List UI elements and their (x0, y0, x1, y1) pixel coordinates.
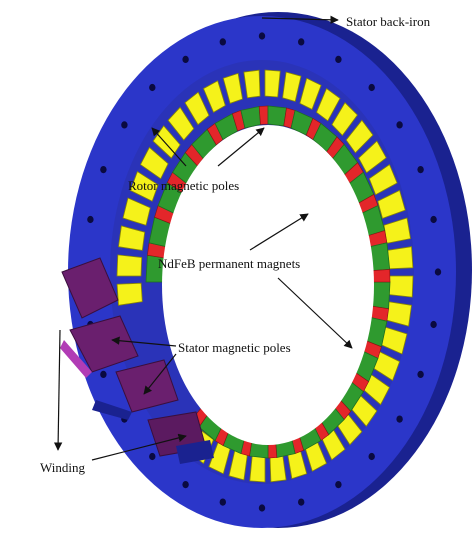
stator-tooth (222, 72, 243, 104)
bolt-hole (335, 55, 342, 64)
label-stator-magnetic-poles: Stator magnetic poles (178, 340, 291, 355)
stator-tooth (129, 170, 159, 202)
stator-tooth (116, 254, 143, 277)
bolt-hole (434, 268, 442, 276)
bolt-hole (417, 370, 424, 378)
bolt-hole (396, 415, 403, 423)
label-winding: Winding (40, 460, 85, 475)
label-rotor-magnetic-poles: Rotor magnetic poles (128, 178, 239, 193)
ndfeb-magnet (258, 105, 269, 125)
stator-tooth (264, 69, 281, 98)
bolt-hole (258, 32, 266, 40)
bolt-hole (417, 166, 424, 174)
bolt-holes (82, 32, 442, 512)
label-ndfeb-magnets: NdFeB permanent magnets (158, 256, 300, 271)
arrow-magnets (249, 213, 309, 251)
bolt-hole (182, 481, 189, 489)
stator-tooth (387, 246, 414, 270)
rotor-pole (240, 106, 261, 129)
winding-block (60, 340, 92, 378)
bolt-hole (368, 83, 375, 92)
bolt-hole (121, 121, 128, 129)
stator-tooth (167, 106, 195, 141)
stator-tooth (243, 69, 261, 99)
bolt-hole (149, 452, 156, 461)
stator-tooth (202, 80, 226, 113)
bolt-hole (368, 452, 375, 461)
stator-tooth (358, 140, 387, 174)
winding-block (61, 257, 119, 319)
bolt-hole (182, 55, 189, 64)
bolt-hole (219, 498, 226, 506)
arrow-winding-down (53, 329, 63, 451)
bolt-hole (87, 215, 94, 224)
arrow-back-iron (261, 15, 339, 24)
bolt-hole (149, 83, 156, 92)
bolt-hole (298, 498, 305, 506)
arrow-stator-poles-lower (143, 353, 177, 395)
arrow-winding-right (91, 433, 187, 461)
arrow-rotor-poles-right (217, 127, 265, 167)
bolt-hole (298, 38, 305, 46)
arrow-magnets-lower (277, 277, 353, 349)
stator-teeth (116, 69, 414, 483)
rotor-pole (267, 105, 287, 127)
stator-tooth (387, 275, 414, 298)
winding-block (92, 400, 132, 420)
arrow-stator-poles-upper (111, 336, 177, 347)
ndfeb-magnet (371, 269, 391, 283)
stator-tooth (118, 225, 146, 251)
stator-tooth (377, 189, 406, 219)
winding-block (176, 440, 214, 464)
stator-tooth (282, 71, 302, 102)
bolt-hole (100, 370, 107, 378)
bolt-hole (258, 504, 266, 512)
bolt-hole (335, 481, 342, 489)
bolt-hole (430, 215, 437, 224)
stator-tooth (139, 146, 169, 180)
bolt-hole (100, 166, 107, 174)
stator-tooth (122, 197, 151, 226)
rotor-bore (162, 125, 374, 445)
arrow-rotor-poles-left (151, 127, 187, 167)
stator-tooth (345, 119, 374, 154)
bolt-hole (396, 121, 403, 129)
stator-tooth (316, 87, 341, 122)
stator-tooth (368, 163, 398, 196)
stator-tooth (331, 102, 358, 137)
winding-block (69, 315, 139, 373)
stator-tooth (249, 454, 266, 483)
label-stator-back-iron: Stator back-iron (346, 14, 431, 29)
bolt-hole (219, 38, 226, 46)
bolt-hole (430, 320, 437, 329)
stator-tooth (184, 91, 210, 126)
stator-tooth (299, 77, 322, 110)
stator-tooth (116, 282, 143, 306)
annotation-arrows (53, 15, 353, 461)
